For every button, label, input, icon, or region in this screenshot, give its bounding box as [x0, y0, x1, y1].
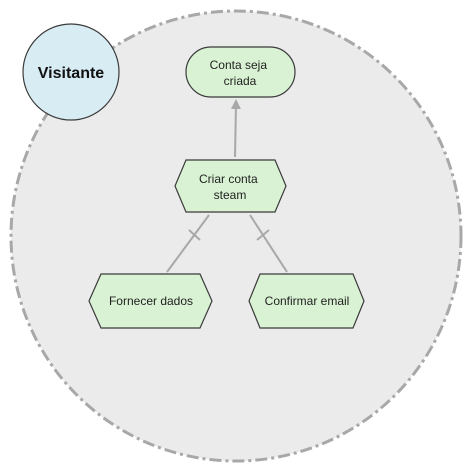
task-main-label: Criar conta steam — [199, 172, 261, 202]
actor-boundary — [9, 9, 463, 463]
actor-shape — [22, 23, 120, 121]
task-main-shape — [174, 159, 287, 213]
task-right-label: Confirmar email — [265, 294, 350, 308]
decomposition-bar-left — [188, 229, 201, 241]
goal-shape — [185, 46, 296, 98]
goal-label-line-2: criada — [224, 74, 257, 88]
task-left-label: Fornecer dados — [109, 294, 193, 308]
task-left-shape — [88, 273, 213, 329]
means-end-link — [230, 99, 241, 158]
decomposition-bar-right — [256, 229, 270, 241]
task-criar-conta-steam[interactable]: Criar conta steam — [174, 159, 287, 213]
goal-label-line-1: Conta seja — [210, 58, 268, 72]
actor-visitante[interactable]: Visitante — [22, 23, 120, 121]
actor-label: Visitante — [38, 65, 105, 82]
decomposition-link-right — [249, 214, 288, 273]
task-main-label-line-1: Criar conta — [199, 172, 258, 186]
task-fornecer-dados[interactable]: Fornecer dados — [88, 273, 213, 329]
goal-label: Conta seja criada — [210, 58, 271, 88]
task-right-shape — [248, 273, 365, 329]
task-main-label-line-2: steam — [214, 188, 247, 202]
decomposition-link-left — [166, 214, 210, 273]
goal-conta-seja-criada[interactable]: Conta seja criada — [185, 46, 296, 98]
task-confirmar-email[interactable]: Confirmar email — [248, 273, 365, 329]
